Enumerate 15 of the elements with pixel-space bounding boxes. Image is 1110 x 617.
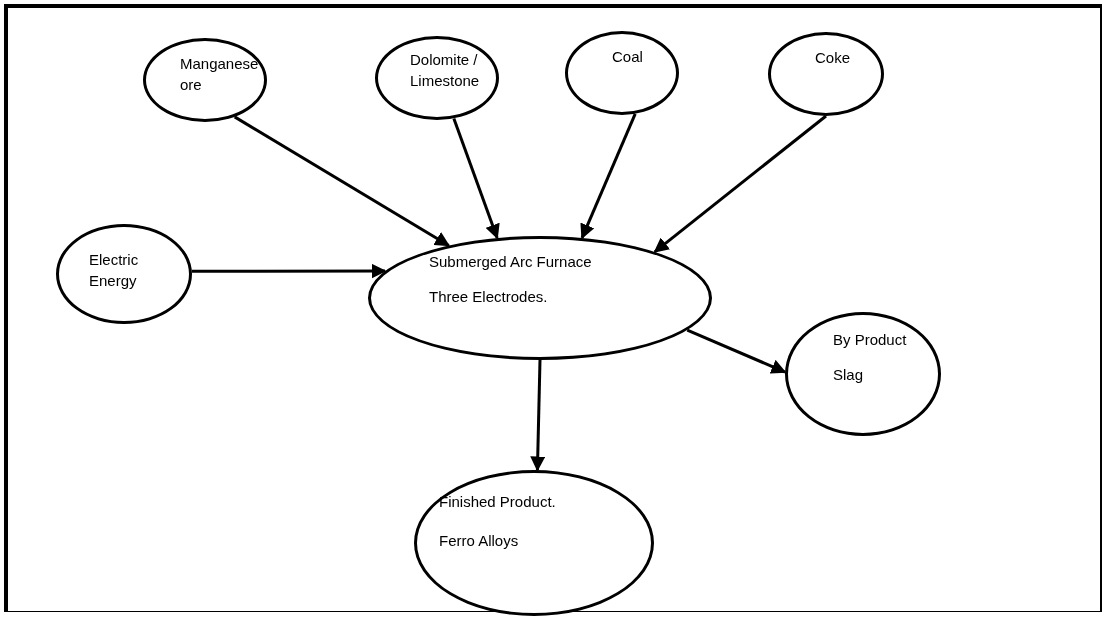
node-label: Submerged Arc Furnace <box>429 252 593 272</box>
node-label: By Product <box>833 330 908 350</box>
arrow <box>191 263 387 279</box>
node-label: Three Electrodes. <box>429 287 549 307</box>
node-label: Coke <box>815 48 852 68</box>
arrow <box>686 328 787 374</box>
node-label: Slag <box>833 365 865 385</box>
node-label: Dolomite / Limestone <box>410 50 481 91</box>
arrow <box>653 114 827 253</box>
node-label: Electric Energy <box>89 250 140 291</box>
node-label: Ferro Alloys <box>439 531 520 551</box>
node-label: Manganese ore <box>180 54 260 95</box>
arrow <box>530 359 546 472</box>
node-label: Coal <box>612 47 644 67</box>
node-label: Finished Product. <box>439 492 557 512</box>
